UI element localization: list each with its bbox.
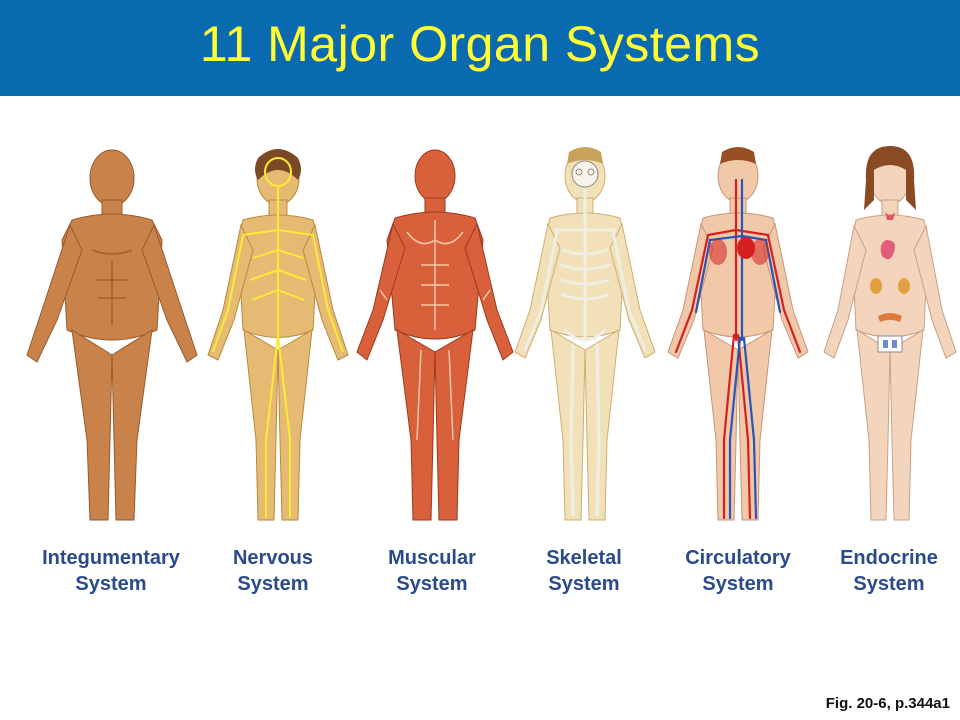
system-label-integumentary: Integumentary System [21,545,201,597]
skeletal-figure [485,140,685,540]
integumentary-figure [12,140,212,540]
body-figures [0,140,960,550]
title-banner: 11 Major Organ Systems [0,0,960,96]
system-label-muscular: Muscular System [342,545,522,597]
system-name: Endocrine [840,547,938,569]
system-label-skeletal: Skeletal System [494,545,674,597]
system-word: System [396,573,468,595]
nervous-figure [178,140,378,540]
system-label-circulatory: Circulatory System [648,545,828,597]
system-name: Nervous [232,547,314,569]
circulatory-figure [638,140,838,540]
system-word: System [548,573,620,595]
figure-reference: Fig. 20-6, p.344a1 [825,695,950,712]
system-name: Integumentary [42,547,180,569]
system-name: Skeletal [546,547,622,569]
endocrine-figure [790,140,960,540]
system-label-nervous: Nervous System [183,545,363,597]
muscular-figure [335,140,535,540]
system-label-endocrine: Endocrine System [799,545,960,597]
system-name: Circulatory [685,547,791,569]
system-word: System [702,573,774,595]
system-word: System [237,573,309,595]
system-name: Muscular [388,547,476,569]
page-title: 11 Major Organ Systems [199,16,761,72]
system-word: System [853,573,925,595]
system-word: System [75,573,147,595]
